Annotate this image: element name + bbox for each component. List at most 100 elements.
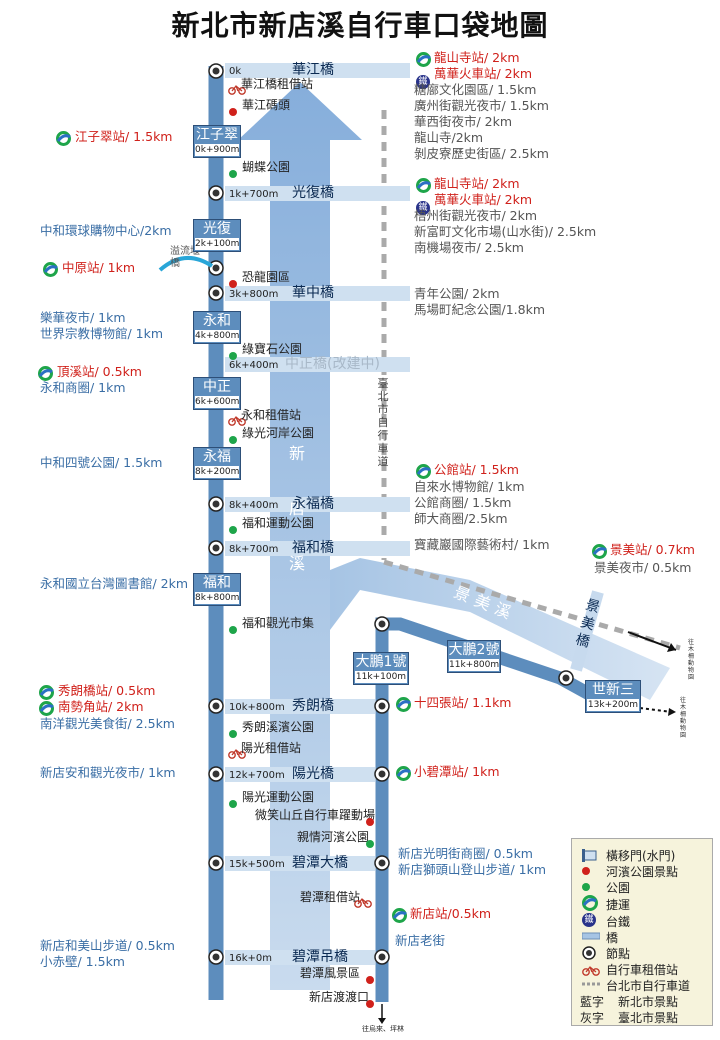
legend-gray-key: 灰字 xyxy=(580,1011,605,1025)
poi-label: 龍山寺/2km xyxy=(414,130,484,145)
poi-label: 萬華火車站/ 2km xyxy=(434,66,533,81)
green-dot-icon xyxy=(229,346,237,364)
station-icon xyxy=(416,52,431,71)
legend-riverside: 河濱公園景點 xyxy=(606,865,679,879)
zoo-arrow-1-head xyxy=(667,643,676,652)
gate-km: 8k+200m xyxy=(195,466,240,478)
poi-label: 廣州街觀光夜市/ 1.5km xyxy=(414,98,549,113)
poi-label: 龍山寺站/ 2km xyxy=(434,50,520,65)
legend: 橫移門(水門) 河濱公園景點 公園 捷運 鐵 台鐵 橋 節點 自行車租借站 台北… xyxy=(571,838,713,1026)
bridge-name: 華江橋 xyxy=(292,62,334,78)
zoo-arrow-1 xyxy=(627,631,677,651)
legend-metro: 捷運 xyxy=(606,898,631,912)
bridge-icon xyxy=(582,932,600,940)
bridge-name: 永福橋 xyxy=(292,496,334,512)
legend-rail: 台鐵 xyxy=(606,915,631,929)
gate-km: 2k+100m xyxy=(195,238,240,250)
poi-icon xyxy=(366,812,374,830)
poi-label: 福和觀光市集 xyxy=(242,616,315,630)
bridge-km: 12k+700m xyxy=(229,770,285,781)
gate-name: 世新三 xyxy=(592,682,634,698)
zoo-arrow-2-head xyxy=(668,708,676,716)
zoo-label-2: 物 xyxy=(680,725,687,732)
poi-label: 自來水博物館/ 1km xyxy=(414,479,525,494)
green-dot-icon xyxy=(229,164,237,182)
station-icon xyxy=(56,131,71,150)
zoo-label-1: 物 xyxy=(688,667,695,674)
poi-label: 梧州街觀光夜市/ 2km xyxy=(414,208,538,223)
red-dot-icon xyxy=(229,102,237,120)
zoo-label-2: 往 xyxy=(680,697,687,704)
bridge-bars xyxy=(225,63,410,965)
gate-km: 8k+800m xyxy=(195,592,240,604)
green-dot-icon xyxy=(229,520,237,538)
poi-label: 新店光明街商圈/ 0.5km xyxy=(398,846,533,861)
legend-blue-key: 藍字 xyxy=(580,995,605,1009)
green-dot-icon xyxy=(229,620,237,638)
poi-label: 碧潭租借站 xyxy=(300,890,361,904)
poi-label: 龍山寺站/ 2km xyxy=(434,176,520,191)
poi-label: 永和商圈/ 1km xyxy=(40,380,126,395)
weir-arc xyxy=(158,256,214,272)
route-node-center xyxy=(212,770,220,778)
poi-label: 新店渡渡口 xyxy=(309,990,370,1004)
bridge-name: 中正橋(改建中) xyxy=(285,356,380,372)
poi-label: 永和國立台灣圖書館/ 2km xyxy=(40,576,189,591)
zoo-label-2: 動 xyxy=(680,718,687,725)
poi-label: 恐龍園區 xyxy=(242,270,291,284)
poi-label: 寶藏巖國際藝術村/ 1km xyxy=(414,537,550,552)
station-icon xyxy=(43,262,58,281)
bridge-name: 碧潭大橋 xyxy=(292,855,348,871)
bridge-name: 秀朗橋 xyxy=(292,698,334,714)
gate-km: 0k+900m xyxy=(195,144,240,156)
poi-label: 中和四號公園/ 1.5km xyxy=(40,455,163,470)
zoo-label-1: 柵 xyxy=(688,653,695,660)
bridge-name: 福和橋 xyxy=(292,540,334,556)
route-nodes xyxy=(208,63,574,965)
bridge-km: 16k+0m xyxy=(229,953,272,964)
legend-park: 公園 xyxy=(606,881,631,895)
station-icon xyxy=(416,464,431,483)
route-node-center xyxy=(212,859,220,867)
station-icon xyxy=(392,908,407,927)
gate-km: 13k+200m xyxy=(587,699,639,711)
poi-icon xyxy=(366,834,374,852)
poi-label: 華江碼頭 xyxy=(242,98,291,112)
route-node-center xyxy=(378,620,386,628)
poi-label: 中原站/ 1km xyxy=(62,260,136,275)
poi-icon xyxy=(366,994,374,1012)
legend-bridge: 橋 xyxy=(606,931,619,945)
poi-label: 頂溪站/ 0.5km xyxy=(57,364,142,379)
zoo-label-1: 往 xyxy=(688,639,695,646)
park-dot-icon xyxy=(582,883,590,891)
wulai-arrow-head xyxy=(378,1018,386,1024)
poi-label: 糖廍文化園區/ 1.5km xyxy=(414,82,537,97)
route-node-center xyxy=(378,702,386,710)
route-node-center xyxy=(212,544,220,552)
bridge-km: 6k+400m xyxy=(229,360,279,371)
poi-label: 景美夜市/ 0.5km xyxy=(594,560,692,575)
poi-label: 樂華夜市/ 1km xyxy=(40,310,126,325)
poi-label: 南勢角站/ 2km xyxy=(58,699,144,714)
bridge-km: 8k+400m xyxy=(229,500,279,511)
station-icon xyxy=(39,701,54,720)
bridge-name: 光復橋 xyxy=(292,185,334,201)
poi-label: 小碧潭站/ 1km xyxy=(414,764,500,779)
bike-icon xyxy=(582,966,600,976)
gate-name: 永和 xyxy=(203,313,231,329)
poi-label: 馬場町紀念公園/1.8km xyxy=(414,302,546,317)
poi-label: 剝皮寮歷史街區/ 2.5km xyxy=(414,146,549,161)
poi-icon xyxy=(354,894,372,912)
route-node-center xyxy=(212,702,220,710)
green-dot-icon xyxy=(229,724,237,742)
bridge-km: 0k xyxy=(229,66,242,77)
gate-name: 永福 xyxy=(203,449,231,465)
poi-label: 南洋觀光美食街/ 2.5km xyxy=(40,716,175,731)
legend-bike: 自行車租借站 xyxy=(606,963,679,977)
poi-label: 公館商圈/ 1.5km xyxy=(414,495,512,510)
poi-label: 親情河濱公園 xyxy=(297,830,370,844)
